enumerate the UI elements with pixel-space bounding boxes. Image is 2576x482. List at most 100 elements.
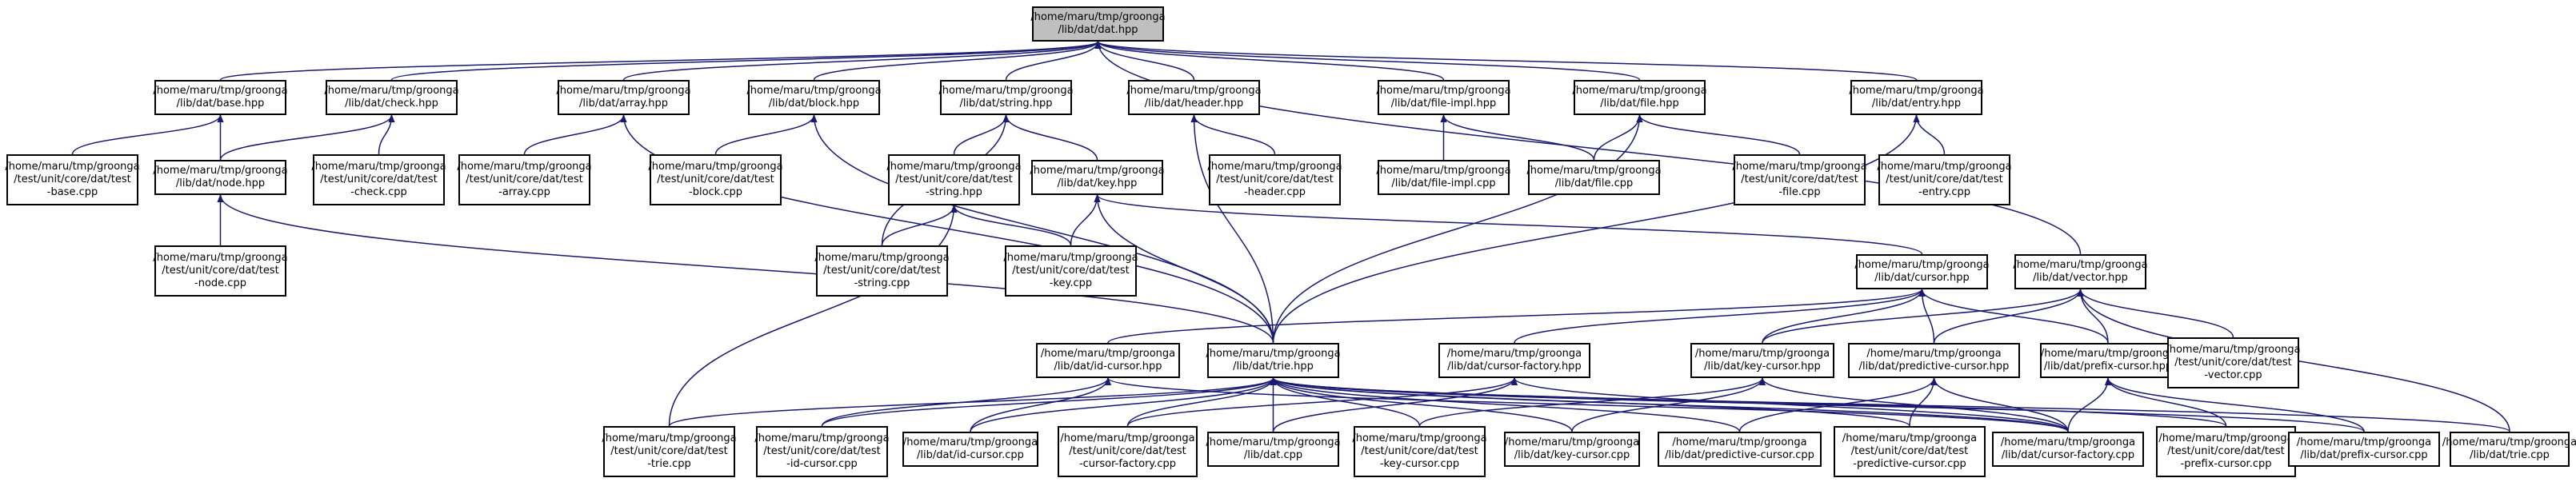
file-node-label-line: /home/maru/tmp/groonga xyxy=(153,165,288,177)
include-edge xyxy=(810,114,1274,344)
file-node-prefix-cursor-hpp[interactable]: /home/maru/tmp/groonga/lib/dat/prefix-cu… xyxy=(2040,343,2176,378)
file-node-label-line: /lib/dat/check.hpp xyxy=(345,98,438,110)
file-node-label-line: -key.cpp xyxy=(1049,277,1093,289)
file-node-test-check-cpp[interactable]: /home/maru/tmp/groonga/test/unit/core/da… xyxy=(311,154,446,205)
file-node-label-line: /lib/dat/vector.hpp xyxy=(2033,272,2128,284)
file-node-base-hpp[interactable]: /home/maru/tmp/groonga/lib/dat/base.hpp xyxy=(153,80,288,115)
file-node-label-line: /home/maru/tmp/groonga xyxy=(814,252,950,264)
file-node-cursor-factory-hpp[interactable]: /home/maru/tmp/groonga/lib/dat/cursor-fa… xyxy=(1438,343,1590,378)
include-edge xyxy=(1270,377,1573,432)
file-node-label-line: /home/maru/tmp/groonga xyxy=(746,85,882,97)
file-node-dat-hpp[interactable]: /home/maru/tmp/groonga/lib/dat/dat.hpp xyxy=(1030,6,1166,42)
file-node-test-key-cpp[interactable]: /home/maru/tmp/groonga/test/unit/core/da… xyxy=(1003,245,1138,297)
file-node-test-vector-cpp[interactable]: /home/maru/tmp/groonga/test/unit/core/da… xyxy=(2166,337,2301,388)
file-node-label-line: /home/maru/tmp/groonga xyxy=(2158,432,2294,444)
include-edge xyxy=(219,114,395,161)
file-node-label-line: -header.cpp xyxy=(1243,186,1306,198)
include-edge xyxy=(1759,377,2069,432)
include-edge xyxy=(668,377,1277,427)
file-node-label-line: /home/maru/tmp/groonga xyxy=(1126,85,1262,97)
file-node-label-line: /home/maru/tmp/groonga xyxy=(457,161,592,173)
file-node-predictive-cursor-cpp[interactable]: /home/maru/tmp/groonga/lib/dat/predictiv… xyxy=(1658,432,1822,467)
file-node-cursor-factory-cpp[interactable]: /home/maru/tmp/groonga/lib/dat/cursor-fa… xyxy=(1992,432,2144,467)
file-node-cursor-hpp[interactable]: /home/maru/tmp/groonga/lib/dat/cursor.hp… xyxy=(1854,254,1990,289)
file-node-label-line: /home/maru/tmp/groonga xyxy=(902,436,1038,448)
file-node-label-line: /home/maru/tmp/groonga xyxy=(1842,432,1978,444)
file-node-test-file-cpp[interactable]: /home/maru/tmp/groonga/test/unit/core/da… xyxy=(1732,154,1867,205)
file-node-test-cursor-factory-cpp[interactable]: /home/maru/tmp/groonga/test/unit/core/da… xyxy=(1058,426,1198,477)
include-edge xyxy=(71,114,224,155)
file-node-entry-hpp[interactable]: /home/maru/tmp/groonga/lib/dat/entry.hpp xyxy=(1849,80,1984,115)
file-node-label-line: /lib/dat/trie.hpp xyxy=(1233,361,1314,372)
file-node-id-cursor-cpp[interactable]: /home/maru/tmp/groonga/lib/dat/id-cursor… xyxy=(902,432,1038,467)
include-edge xyxy=(1933,289,2084,344)
file-node-dat-cpp[interactable]: /home/maru/tmp/groonga/lib/dat.cpp xyxy=(1206,432,1341,467)
file-node-test-trie-cpp[interactable]: /home/maru/tmp/groonga/test/unit/core/da… xyxy=(602,426,737,477)
file-node-label-line: /test/unit/core/dat/test xyxy=(1216,173,1334,185)
include-edge xyxy=(2105,377,2365,432)
file-node-test-header-cpp[interactable]: /home/maru/tmp/groonga/test/unit/core/da… xyxy=(1207,154,1342,205)
file-node-label-line: /lib/dat/file-impl.cpp xyxy=(1391,177,1496,189)
file-node-array-hpp[interactable]: /home/maru/tmp/groonga/lib/dat/array.hpp xyxy=(556,80,691,115)
file-node-test-node-cpp[interactable]: /home/maru/tmp/groonga/test/unit/core/da… xyxy=(153,245,288,297)
file-node-test-prefix-cursor-cpp[interactable]: /home/maru/tmp/groonga/test/unit/core/da… xyxy=(2156,426,2296,477)
include-edge xyxy=(390,41,1102,81)
file-node-header-hpp[interactable]: /home/maru/tmp/groonga/lib/dat/header.hp… xyxy=(1126,80,1262,115)
file-node-label-line: -id-cursor.cpp xyxy=(786,458,858,470)
file-node-prefix-cursor-cpp[interactable]: /home/maru/tmp/groonga/lib/dat/prefix-cu… xyxy=(2288,432,2440,467)
include-edge xyxy=(1190,114,1276,155)
file-node-key-cursor-cpp[interactable]: /home/maru/tmp/groonga/lib/dat/key-curso… xyxy=(1504,432,1640,467)
file-node-test-entry-cpp[interactable]: /home/maru/tmp/groonga/test/unit/core/da… xyxy=(1877,154,2012,205)
file-node-label-line: -predictive-cursor.cpp xyxy=(1853,458,1966,470)
file-node-label-line: /lib/dat/key-cursor.hpp xyxy=(1704,361,1821,372)
include-edge xyxy=(1930,377,2069,432)
file-node-label-line: /test/unit/core/dat/test xyxy=(823,265,941,277)
file-node-label-line: /lib/dat.cpp xyxy=(1243,449,1303,461)
file-node-test-key-cursor-cpp[interactable]: /home/maru/tmp/groonga/test/unit/core/da… xyxy=(1352,426,1487,477)
include-edge xyxy=(1002,114,1098,161)
file-node-id-cursor-hpp[interactable]: /home/maru/tmp/groonga/lib/dat/id-cursor… xyxy=(1036,343,1180,378)
file-node-file-hpp[interactable]: /home/maru/tmp/groonga/lib/dat/file.hpp xyxy=(1572,80,1707,115)
file-node-predictive-cursor-hpp[interactable]: /home/maru/tmp/groonga/lib/dat/predictiv… xyxy=(1848,343,2020,378)
include-edge xyxy=(950,205,1072,246)
include-edge xyxy=(1909,377,1938,427)
file-node-label-line: -check.cpp xyxy=(350,186,407,198)
file-node-label-line: /lib/dat/predictive-cursor.hpp xyxy=(1858,361,2010,372)
file-node-test-array-cpp[interactable]: /home/maru/tmp/groonga/test/unit/core/da… xyxy=(457,154,592,205)
include-edge xyxy=(1440,114,1595,161)
file-node-file-impl-hpp[interactable]: /home/maru/tmp/groonga/lib/dat/file-impl… xyxy=(1376,80,1511,115)
file-node-file-impl-cpp[interactable]: /home/maru/tmp/groonga/lib/dat/file-impl… xyxy=(1376,160,1511,195)
include-edge xyxy=(1105,377,2069,432)
include-edge xyxy=(622,41,1102,81)
file-node-label-line: /home/maru/tmp/groonga xyxy=(2166,344,2301,356)
file-node-label-line: /home/maru/tmp/groonga xyxy=(1672,436,1807,448)
file-node-label-line: -file.cpp xyxy=(1778,186,1821,198)
file-node-test-block-cpp[interactable]: /home/maru/tmp/groonga/test/unit/core/da… xyxy=(648,154,783,205)
include-edge xyxy=(1094,194,1274,344)
file-node-label-line: /home/maru/tmp/groonga xyxy=(153,252,288,264)
file-node-trie-hpp[interactable]: /home/maru/tmp/groonga/lib/dat/trie.hpp xyxy=(1206,343,1341,378)
file-node-label-line: /home/maru/tmp/groonga xyxy=(1030,165,1165,177)
file-node-check-hpp[interactable]: /home/maru/tmp/groonga/lib/dat/check.hpp xyxy=(324,80,459,115)
file-node-node-hpp[interactable]: /home/maru/tmp/groonga/lib/dat/node.hpp xyxy=(153,160,288,195)
file-node-key-cursor-hpp[interactable]: /home/maru/tmp/groonga/lib/dat/key-curso… xyxy=(1690,343,1834,378)
file-node-label-line: /home/maru/tmp/groonga xyxy=(2000,436,2136,448)
file-node-key-hpp[interactable]: /home/maru/tmp/groonga/lib/dat/key.hpp xyxy=(1030,160,1165,195)
file-node-test-base-cpp[interactable]: /home/maru/tmp/groonga/test/unit/core/da… xyxy=(5,154,140,205)
file-node-vector-hpp[interactable]: /home/maru/tmp/groonga/lib/dat/vector.hp… xyxy=(2013,254,2148,289)
file-node-label-line: -array.cpp xyxy=(498,186,550,198)
file-node-label-line: /test/unit/core/dat/test xyxy=(1850,445,1969,457)
file-node-test-id-cursor-cpp[interactable]: /home/maru/tmp/groonga/test/unit/core/da… xyxy=(754,426,890,477)
file-node-label-line: /lib/dat/block.hpp xyxy=(768,98,860,110)
file-node-test-string-hpp[interactable]: /home/maru/tmp/groonga/test/unit/core/da… xyxy=(886,154,1022,205)
file-node-block-hpp[interactable]: /home/maru/tmp/groonga/lib/dat/block.hpp xyxy=(746,80,882,115)
file-node-test-string-cpp[interactable]: /home/maru/tmp/groonga/test/unit/core/da… xyxy=(814,245,950,297)
file-node-trie-cpp[interactable]: /home/maru/tmp/groonga/lib/dat/trie.cpp xyxy=(2442,432,2576,467)
file-node-label-line: /lib/dat/key-cursor.cpp xyxy=(1514,449,1630,461)
file-node-test-predictive-cursor-cpp[interactable]: /home/maru/tmp/groonga/test/unit/core/da… xyxy=(1834,426,1986,477)
file-node-file-cpp[interactable]: /home/maru/tmp/groonga/lib/dat/file.cpp xyxy=(1526,160,1662,195)
file-node-label-line: /home/maru/tmp/groonga xyxy=(1849,85,1984,97)
file-node-string-hpp[interactable]: /home/maru/tmp/groonga/lib/dat/string.hp… xyxy=(938,80,1074,115)
file-node-label-line: /home/maru/tmp/groonga xyxy=(311,161,446,173)
